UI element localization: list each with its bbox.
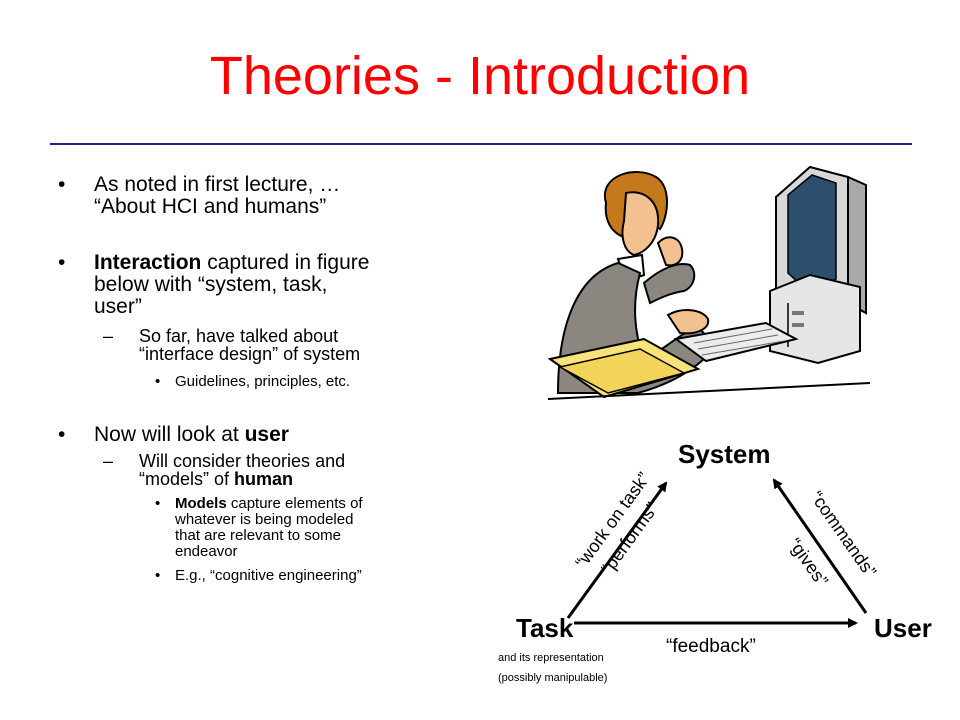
- task-to-system-arrow: [566, 481, 668, 619]
- sub-sub-bullet-text: that are relevant to some: [175, 527, 341, 544]
- sub-sub-bullet-text-rest: capture elements of: [226, 495, 363, 512]
- sub-sub-bullet-item: Guidelines, principles, etc.: [155, 373, 458, 391]
- feedback-label: “feedback”: [666, 636, 756, 657]
- sub-sub-bullet-item: E.g., “cognitive engineering”: [155, 567, 458, 585]
- system-label: System: [678, 439, 771, 469]
- bullet-text-pre: Now will look at: [94, 423, 245, 446]
- sub-sub-bullet-text: E.g., “cognitive engineering”: [175, 567, 362, 584]
- bullet-item: As noted in first lecture, … “About HCI …: [58, 174, 458, 218]
- bullet-text: user”: [94, 295, 142, 318]
- sub-bullet-item: So far, have talked about “interface des…: [103, 327, 458, 363]
- bullet-text: Interaction captured in figure: [94, 252, 458, 274]
- task-note-line: (possibly manipulable): [498, 672, 608, 684]
- sub-sub-bullet-text: whatever is being modeled: [175, 511, 354, 528]
- sub-bullet-text: Will consider theories and: [139, 451, 346, 471]
- sub-bullet-text: “models” of human: [139, 470, 458, 488]
- sub-bullet-item: Will consider theories and “models” of h…: [103, 452, 458, 488]
- bullet-list: As noted in first lecture, … “About HCI …: [58, 174, 458, 585]
- sub-sub-bullet-bold-text: Models: [175, 495, 227, 512]
- sub-sub-bullet-item: Models capture elements of whatever is b…: [155, 496, 458, 560]
- sub-sub-bullet-text: Guidelines, principles, etc.: [175, 373, 351, 390]
- task-note: and its representation (possibly manipul…: [498, 648, 607, 688]
- title-divider: [50, 143, 912, 145]
- user-to-system-arrow: [772, 478, 868, 614]
- woman-at-computer-clipart: [548, 165, 870, 400]
- bullet-text: Now will look at user: [94, 424, 458, 446]
- bullet-text: “About HCI and humans”: [94, 195, 327, 218]
- task-note-line: and its representation: [498, 652, 604, 664]
- sub-bullet-text: So far, have talked about: [139, 326, 339, 346]
- bullet-item: Now will look at user: [58, 424, 458, 447]
- system-task-user-diagram: System Task User and its representation …: [490, 430, 960, 720]
- diagram-arrows: [566, 478, 868, 628]
- task-label: Task: [516, 613, 574, 643]
- sub-sub-bullet-text: endeavor: [175, 543, 238, 560]
- sub-bullet-text: “interface design” of system: [139, 344, 361, 364]
- user-label: User: [874, 613, 932, 643]
- bullet-text-rest: captured in figure: [201, 251, 370, 274]
- bullet-text: As noted in first lecture, …: [94, 173, 341, 196]
- sub-bullet-bold-text: human: [234, 469, 294, 489]
- sub-sub-bullet-text: Models capture elements of: [175, 496, 458, 512]
- sub-bullet-text-pre: “models” of: [139, 469, 235, 489]
- bullet-bold-text: Interaction: [94, 251, 202, 274]
- bullet-bold-text: user: [244, 423, 289, 446]
- bullet-item: Interaction captured in figure below wit…: [58, 252, 458, 318]
- bullet-text: below with “system, task,: [94, 273, 328, 296]
- slide-title: Theories - Introduction: [209, 46, 751, 106]
